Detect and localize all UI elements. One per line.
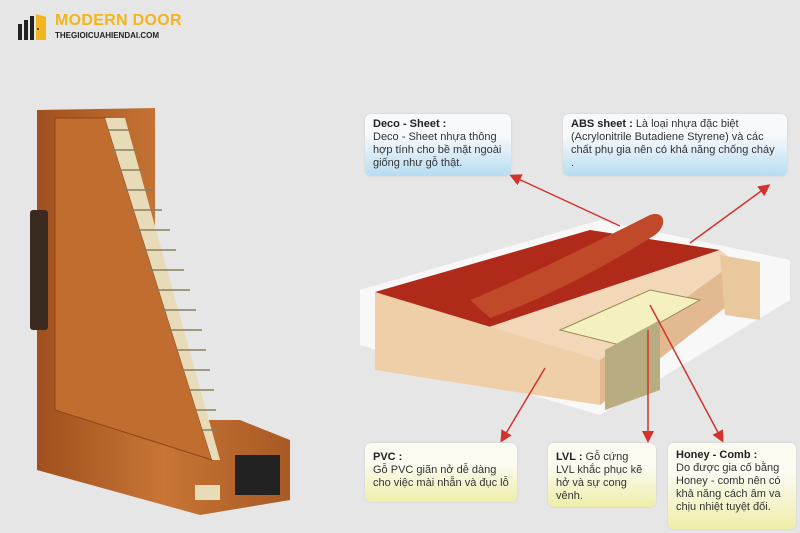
hinge-icon [30,210,48,330]
callout-text: Deco - Sheet nhựa thông hợp tính cho bề … [373,131,502,169]
callout-title: LVL : [556,451,583,463]
callout-abs-sheet: ABS sheet : Là loại nhựa đặc biệt (Acryl… [563,114,787,176]
arrow-abs-sheet [689,184,771,244]
arrow-deco-sheet [509,174,621,227]
callout-text: Gỗ cứng LVL khắc phục kẽ hở và sự cong v… [556,451,643,502]
callout-pvc: PVC : Gỗ PVC giãn nở dễ dàng cho việc mà… [365,443,517,502]
callout-title: PVC : [373,451,403,463]
callout-lvl: LVL : Gỗ cứng LVL khắc phục kẽ hở và sự … [548,443,656,507]
callout-title: Deco - Sheet : [373,118,447,130]
brand-name: MODERN DOOR [55,12,182,29]
arrow-pvc [500,367,546,443]
panel-cross-section [360,214,790,415]
arrow-honey-comb [649,304,724,443]
callout-title: ABS sheet : [571,118,633,130]
callout-title: Honey - Comb : [676,449,758,461]
brand-website: THEGIOICUAHIENDAI.COM [55,31,159,40]
callout-text: Do được gia cố bằng Honey - comb nên có … [676,462,781,513]
callout-deco-sheet: Deco - Sheet : Deco - Sheet nhựa thông h… [365,114,511,176]
door-cutaway [30,108,290,515]
callout-text: Gỗ PVC giãn nở dễ dàng cho việc mài nhẵn… [373,464,509,489]
brand-logo[interactable]: MODERN DOOR THEGIOICUAHIENDAI.COM [18,12,182,44]
callout-arrows [500,174,771,443]
callout-honey-comb: Honey - Comb : Do được gia cố bằng Honey… [668,443,796,529]
door-logo-icon [18,14,46,40]
callout-text: Là loại nhựa đặc biệt (Acrylonitrile But… [571,118,775,169]
